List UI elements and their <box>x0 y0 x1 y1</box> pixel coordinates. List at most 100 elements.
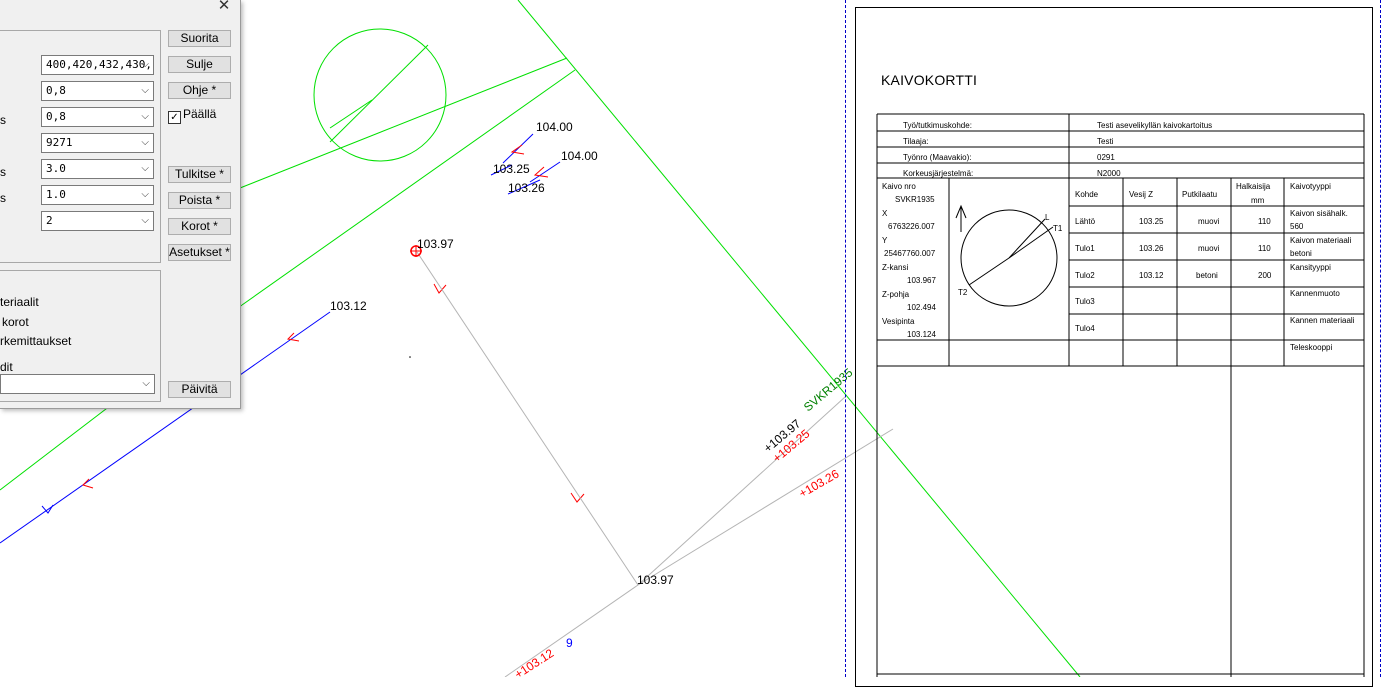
col-header-halkaisija: Halkaisija <box>1236 182 1271 191</box>
chevron-down-icon: ⌵ <box>141 111 149 122</box>
type-entry-label: Kannen materiaali <box>1290 316 1355 325</box>
asetukset-button[interactable]: Asetukset * <box>168 244 231 261</box>
diagram-label-t1: T1 <box>1053 224 1063 233</box>
suorita-button[interactable]: Suorita <box>168 30 231 47</box>
row-laatu: betoni <box>1196 271 1218 280</box>
flow-arrow <box>433 283 447 294</box>
option-select[interactable]: ⌵ <box>0 374 155 394</box>
elevation-label: 103.25 <box>493 162 530 176</box>
well-zpohja: 102.494 <box>907 303 936 312</box>
water-pipe <box>529 161 561 183</box>
well-diagram-circle <box>960 209 1058 307</box>
card-title: KAIVOKORTTI <box>881 72 978 88</box>
well-id-label: SVKR1935 <box>801 365 856 414</box>
value-select[interactable]: 2⌵ <box>41 211 154 231</box>
option-label[interactable]: rkemittaukset <box>0 334 72 348</box>
value-select[interactable]: 0,8⌵ <box>41 81 154 101</box>
row-halk: 110 <box>1258 244 1271 253</box>
well-zkansi-label: Z-kansi <box>882 263 909 272</box>
close-icon[interactable]: ✕ <box>217 0 231 14</box>
card-header-value: 0291 <box>1097 153 1115 162</box>
water-pipe <box>490 164 513 176</box>
option-label[interactable]: korot <box>2 315 29 329</box>
well-y: 25467760.007 <box>884 249 936 258</box>
well-y-label: Y <box>882 236 888 245</box>
water-pipe <box>0 311 331 544</box>
paalla-checkbox[interactable]: ✓Päällä <box>168 107 216 124</box>
code-select[interactable]: 9271⌵ <box>41 133 154 153</box>
chevron-down-icon: ⌵ <box>141 215 149 226</box>
well-nro: SVKR1935 <box>895 195 935 204</box>
value-select[interactable]: 0,8⌵ <box>41 107 154 127</box>
chevron-down-icon: ⌵ <box>141 85 149 96</box>
option-label[interactable]: teriaalit <box>0 295 39 309</box>
sewer-line <box>504 584 639 677</box>
card-header-label: Tilaaja: <box>903 137 929 146</box>
sheet-frame-left <box>845 0 846 677</box>
type-entry-label: Kansityyppi <box>1290 263 1331 272</box>
ohje-button[interactable]: Ohje * <box>168 82 231 99</box>
card-header-value: Testi <box>1097 137 1114 146</box>
elevation-label: 103.26 <box>508 181 545 195</box>
well-diagram-line <box>968 257 1010 286</box>
options-group <box>0 270 161 402</box>
pipe-number-label: 9 <box>566 636 573 650</box>
sewer-line <box>416 251 639 586</box>
type-entry-value: 560 <box>1290 222 1304 231</box>
poista-button[interactable]: Poista * <box>168 192 231 209</box>
well-zkansi: 103.967 <box>907 276 936 285</box>
sheet-frame-right <box>1380 0 1381 677</box>
paivita-button[interactable]: Päivitä <box>168 381 231 398</box>
tree-circle <box>313 28 447 162</box>
well-zpohja-label: Z-pohja <box>882 290 910 299</box>
col-header-mm: mm <box>1251 196 1265 205</box>
flow-arrow <box>82 478 94 489</box>
elevation-label: +103.12 <box>512 646 557 677</box>
well-nro-label: Kaivo nro <box>882 182 916 191</box>
type-entry-label: Kaivon sisähalk. <box>1290 209 1348 218</box>
type-entry-label: Teleskooppi <box>1290 343 1333 352</box>
korot-button[interactable]: Korot * <box>168 218 231 235</box>
chevron-down-icon: ⌵ <box>141 59 149 70</box>
settings-dialog: ✕ 400,420,432,430,⌵ 0,8⌵ s 0,8⌵ 9271⌵ s … <box>0 0 241 409</box>
settings-group <box>0 30 161 263</box>
value-select[interactable]: 3.0⌵ <box>41 159 154 179</box>
tulkitse-button[interactable]: Tulkitse * <box>168 166 231 183</box>
paalla-label: Päällä <box>183 107 217 121</box>
field-label: s <box>0 165 6 179</box>
field-label: s <box>0 113 6 127</box>
sewer-line <box>637 428 894 586</box>
chevron-down-icon: ⌵ <box>142 378 150 389</box>
card-header-label: Korkeusjärjestelmä: <box>903 169 974 178</box>
row-laatu: muovi <box>1198 217 1220 226</box>
sulje-button[interactable]: Sulje <box>168 56 231 73</box>
type-entry-label: Kaivon materiaali <box>1290 236 1352 245</box>
flow-arrow <box>533 166 549 178</box>
boundary-line <box>239 57 568 189</box>
row-z: 103.25 <box>1139 217 1164 226</box>
card-header-value: N2000 <box>1097 169 1121 178</box>
diagram-label-l: L <box>1045 213 1050 222</box>
option-label[interactable]: dit <box>0 360 13 374</box>
boundary-line <box>517 0 1081 677</box>
tree-line <box>329 99 373 129</box>
row-kohde: Tulo2 <box>1075 271 1095 280</box>
row-laatu: muovi <box>1198 244 1220 253</box>
elevation-label: 104.00 <box>561 149 598 163</box>
tree-line <box>329 44 429 143</box>
flow-arrow <box>41 504 54 514</box>
flow-arrow <box>570 492 585 503</box>
col-header-kaivotyyppi: Kaivotyyppi <box>1290 182 1331 191</box>
codes-select[interactable]: 400,420,432,430,⌵ <box>41 55 154 75</box>
value-select[interactable]: 1.0⌵ <box>41 185 154 205</box>
point-dot <box>409 356 411 358</box>
row-z: 103.26 <box>1139 244 1164 253</box>
row-z: 103.12 <box>1139 271 1164 280</box>
row-kohde: Tulo4 <box>1075 324 1095 333</box>
water-pipe <box>507 179 541 195</box>
checkbox-icon[interactable]: ✓ <box>168 111 181 124</box>
well-x: 6763226.007 <box>888 222 935 231</box>
card-header-label: Työ/tutkimuskohde: <box>903 121 972 130</box>
col-header-kohde: Kohde <box>1075 190 1099 199</box>
